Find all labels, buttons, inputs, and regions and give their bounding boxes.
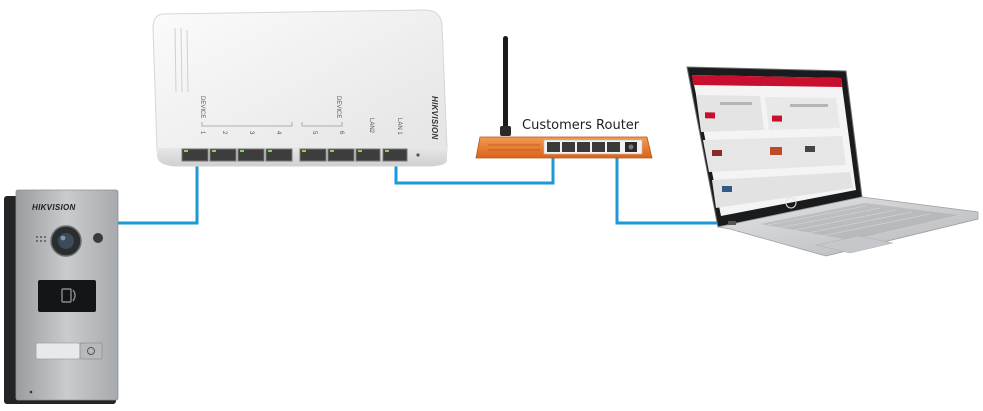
- switch-port-3: [237, 148, 265, 162]
- router-ports: [547, 142, 637, 152]
- switch-group-label-device-6: DEVICE: [335, 96, 341, 118]
- switch-port-number: 1: [199, 131, 205, 135]
- door-station-brand: HIKVISION: [32, 203, 76, 212]
- laptop-keyboard-keys: [767, 205, 931, 238]
- router-port: [592, 142, 605, 152]
- router-port: [607, 142, 620, 152]
- switch-port-number: 2: [221, 131, 227, 135]
- switch-bracket-5-6: [301, 122, 343, 127]
- laptop-logo-icon: [785, 197, 797, 209]
- switch-lan1-label: LAN 1: [396, 118, 402, 135]
- switch-port-numbers: 1 2 3 4 5 6: [199, 131, 344, 135]
- door-station-card-reader: [38, 280, 96, 312]
- poe-switch: HIKVISION DEVICE DEVICE 1 2 3 4 5 6 LAN2…: [152, 9, 448, 167]
- laptop-keyboard: [760, 203, 958, 240]
- switch-port-1: [181, 148, 209, 162]
- door-station-name-plate: [35, 342, 81, 360]
- switch-brand: HIKVISION: [430, 96, 439, 140]
- router-port: [577, 142, 590, 152]
- switch-port-number: 6: [338, 131, 344, 135]
- laptop-ethernet-port: [728, 221, 736, 225]
- router-port: [562, 142, 575, 152]
- switch-port-5: [299, 148, 327, 162]
- door-station-call-button: [79, 342, 103, 360]
- card-reader-icon: [61, 288, 76, 303]
- switch-lan2-label: LAN2: [368, 118, 374, 134]
- switch-group-label-device: DEVICE: [199, 96, 205, 118]
- switch-port-number: 3: [248, 131, 254, 135]
- router: Customers Router: [475, 36, 653, 159]
- switch-body: [152, 9, 448, 167]
- switch-port-number: 4: [275, 131, 281, 135]
- switch-port-number: 5: [311, 131, 317, 135]
- cable-router-to-laptop: [615, 148, 733, 225]
- bell-icon: [87, 347, 95, 355]
- door-station-mic: [36, 236, 46, 242]
- door-station-led: [29, 390, 33, 394]
- router-vents: [488, 144, 540, 151]
- switch-port-4: [265, 148, 293, 162]
- door-station: HIKVISION: [4, 189, 119, 404]
- router-antenna: [503, 36, 508, 134]
- laptop-display-content: [696, 95, 853, 208]
- router-port: [547, 142, 560, 152]
- laptop: [686, 66, 979, 257]
- switch-bracket-1-4: [201, 122, 293, 127]
- switch-ports: [181, 148, 408, 162]
- switch-port-6: [327, 148, 355, 162]
- switch-port-2: [209, 148, 237, 162]
- switch-power-led: [416, 153, 420, 157]
- switch-side-label: [174, 27, 189, 93]
- laptop-touchpad: [815, 235, 894, 254]
- cable-door-station-to-switch: [118, 150, 199, 225]
- laptop-display-header: [692, 75, 842, 87]
- router-label: Customers Router: [522, 118, 640, 133]
- door-station-sensor: [93, 233, 103, 243]
